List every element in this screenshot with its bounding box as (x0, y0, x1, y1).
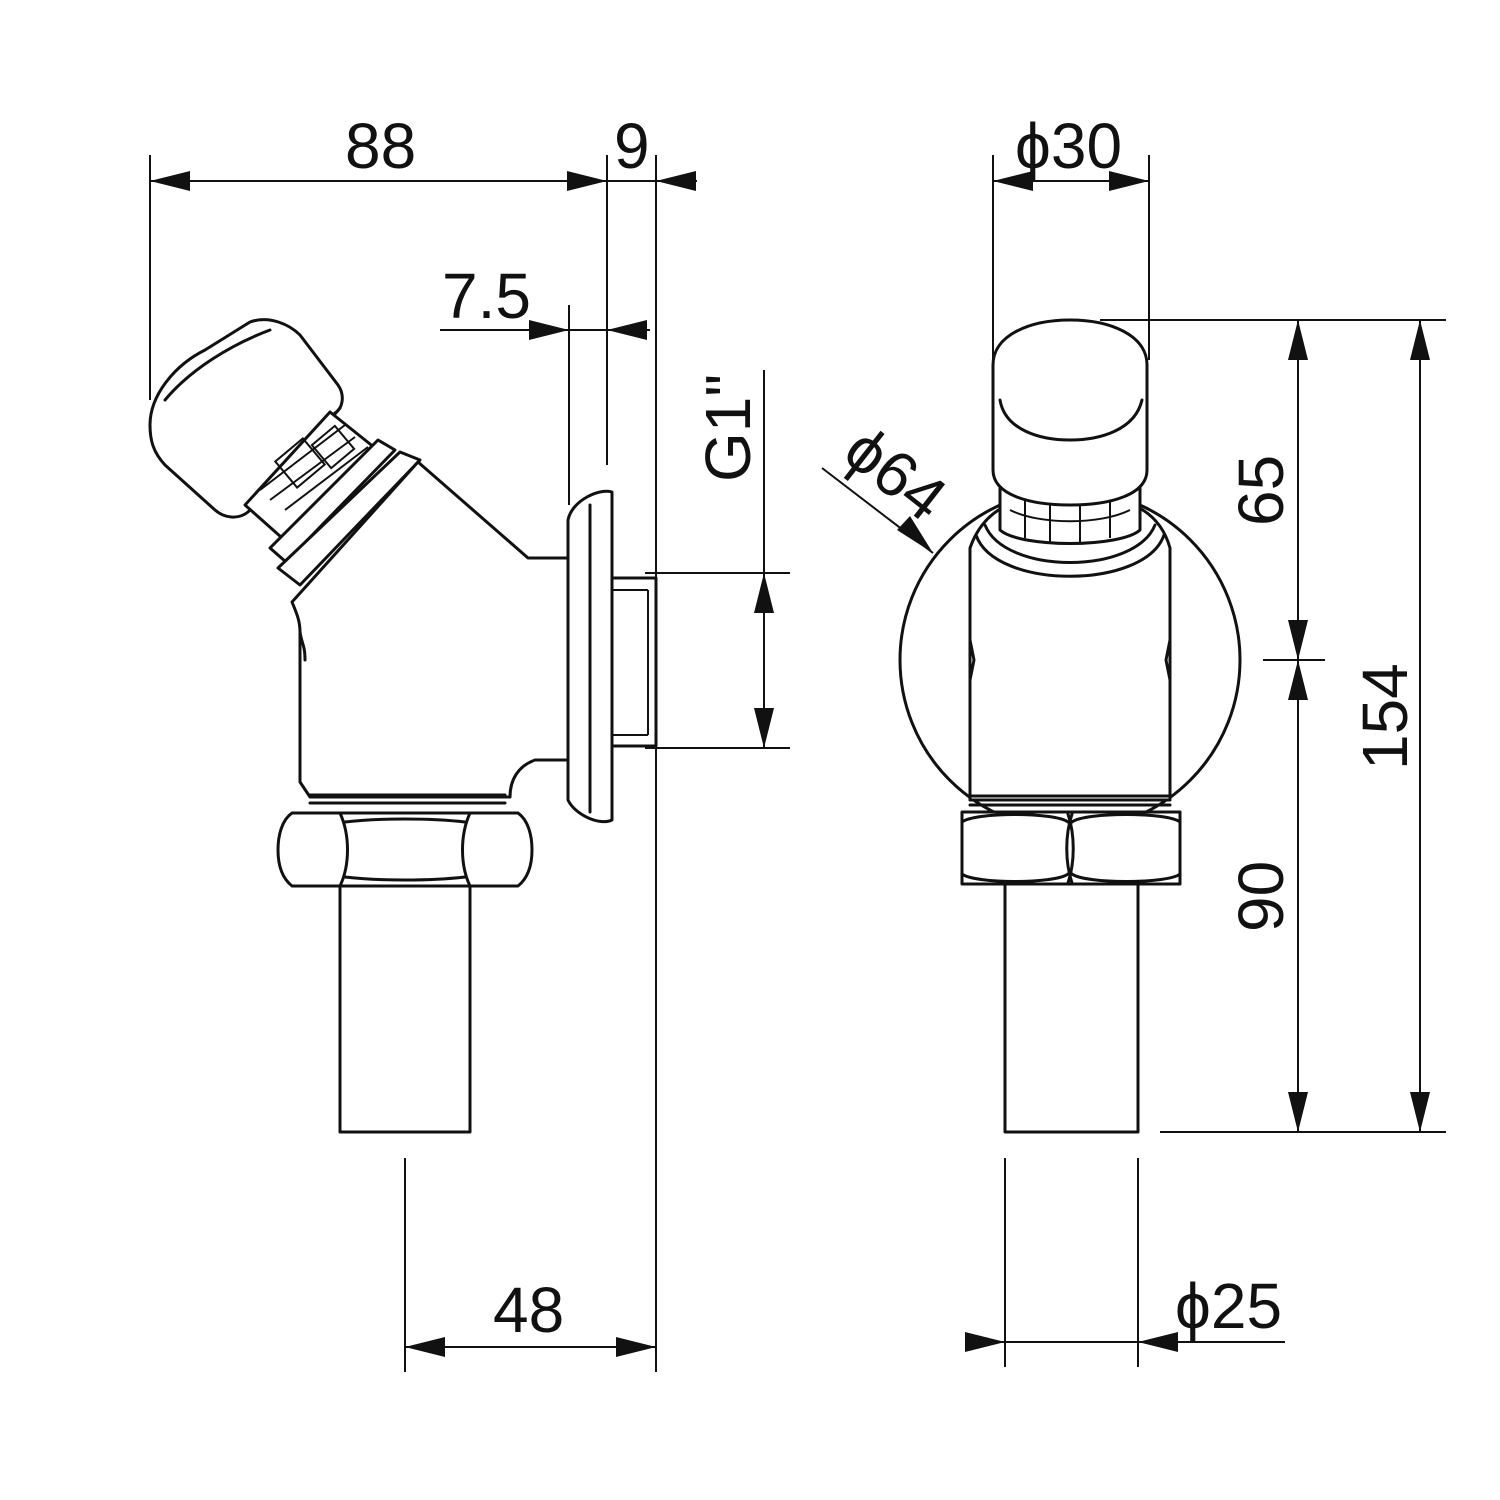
front-outlet-tube (1003, 882, 1140, 1134)
dim-48-label: 48 (493, 1274, 564, 1346)
side-hex-nut (276, 811, 534, 888)
dim-dia-64 (821, 467, 934, 554)
dim-dia-64-label: ϕ64 (831, 412, 960, 535)
side-rosette (566, 489, 614, 824)
dim-48 (405, 1337, 656, 1357)
dim-65 (1288, 320, 1308, 660)
side-outlet-tube (338, 884, 472, 1134)
dim-7-5 (440, 320, 650, 340)
dim-7-5-label: 7.5 (442, 260, 531, 332)
dim-9 (607, 171, 697, 191)
front-valve-body (968, 493, 1172, 807)
dim-88 (150, 171, 607, 191)
side-thread (610, 576, 658, 748)
dim-dia-30-label: ϕ30 (1015, 110, 1122, 182)
dim-thread (754, 370, 774, 748)
dim-9-label: 9 (614, 110, 650, 182)
dim-dia-25-label: ϕ25 (1175, 1270, 1282, 1342)
dim-154 (1410, 320, 1430, 1132)
dim-90 (1288, 660, 1308, 1132)
front-view: ϕ30 ϕ64 65 90 154 (821, 110, 1446, 1367)
dim-90-label: 90 (1225, 861, 1297, 932)
dim-65-label: 65 (1225, 455, 1297, 526)
dim-88-label: 88 (345, 110, 416, 182)
side-view: 88 9 7.5 G1" 48 (148, 110, 790, 1372)
side-extension-lines (149, 155, 790, 1372)
dim-154-label: 154 (1349, 663, 1421, 770)
front-hex-nut (960, 810, 1182, 886)
side-push-button (148, 318, 422, 587)
dim-dia-25 (965, 1332, 1285, 1352)
dim-dia-30 (993, 171, 1149, 191)
dim-thread-label: G1" (692, 374, 764, 482)
front-extension-lines (992, 155, 1446, 1367)
side-valve-body (290, 460, 570, 805)
front-push-button (991, 318, 1149, 507)
